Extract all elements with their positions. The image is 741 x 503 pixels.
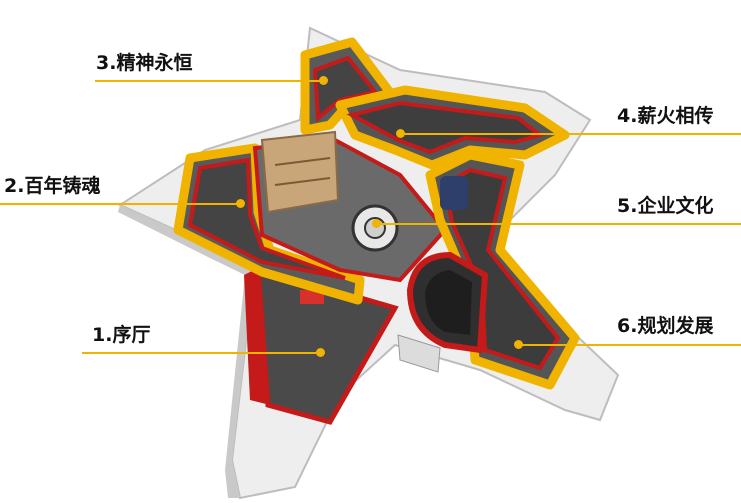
leader-line-3 xyxy=(95,80,323,82)
hall-4-inner xyxy=(346,100,545,155)
label-hall-2: 2.百年铸魂 xyxy=(4,175,101,197)
label-hall-4: 4.薪火相传 xyxy=(617,105,714,127)
hall-3-inner xyxy=(312,55,379,123)
leader-line-6 xyxy=(518,344,741,346)
leader-dot-1 xyxy=(316,348,325,357)
blue-display xyxy=(440,176,468,210)
label-hall-3: 3.精神永恒 xyxy=(96,52,193,74)
leader-line-1 xyxy=(82,352,320,354)
display-box xyxy=(260,130,340,214)
hall-1-wall xyxy=(244,268,270,405)
label-hall-1: 1.序厅 xyxy=(92,324,151,346)
leader-dot-4 xyxy=(396,129,405,138)
leader-dot-2 xyxy=(236,199,245,208)
leader-line-4 xyxy=(400,133,741,135)
hall-1-flag xyxy=(300,290,324,304)
label-hall-5: 5.企业文化 xyxy=(617,195,714,217)
leader-dot-3 xyxy=(319,76,328,85)
leader-line-2 xyxy=(0,203,240,205)
leader-dot-6 xyxy=(514,340,523,349)
leader-line-5 xyxy=(376,223,741,225)
hall-2-inner xyxy=(187,157,346,280)
hall-5-6-inner xyxy=(442,167,561,371)
entrance-stub xyxy=(397,334,441,373)
leader-dot-5 xyxy=(372,219,381,228)
label-hall-6: 6.规划发展 xyxy=(617,315,714,337)
